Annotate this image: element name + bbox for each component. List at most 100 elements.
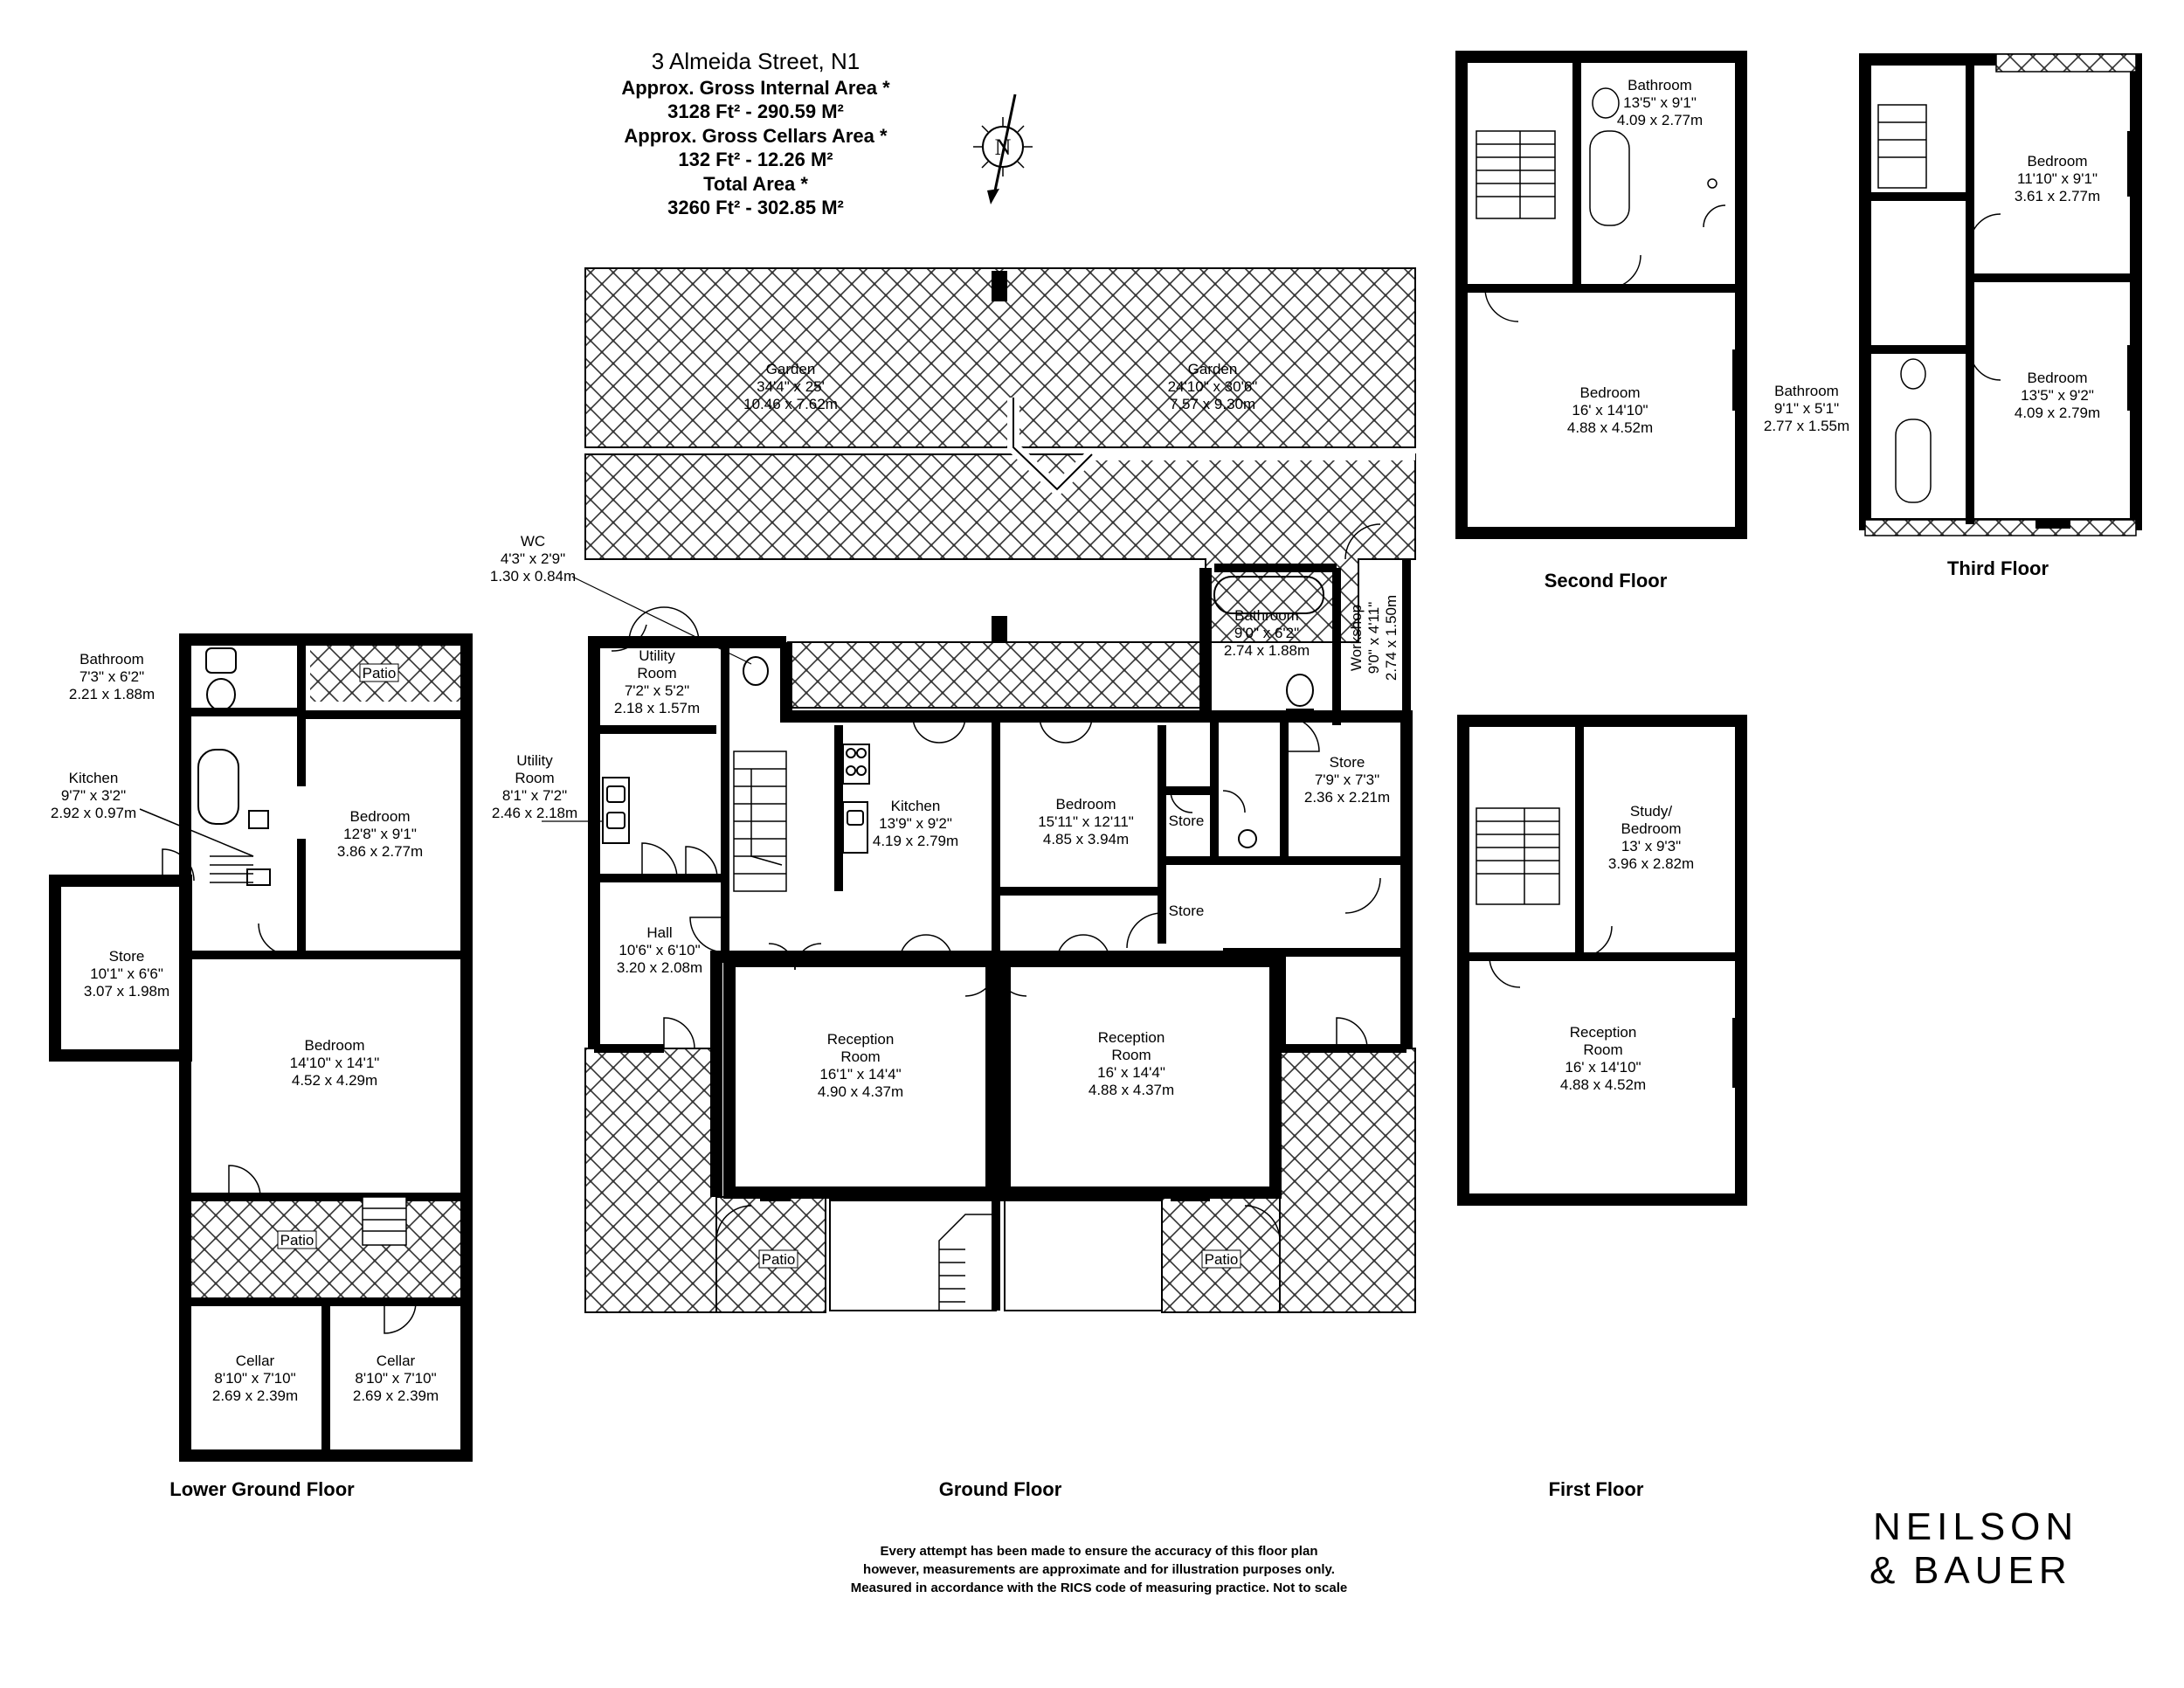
compass-icon: N [973, 93, 1033, 204]
svg-text:14'10" x 14'1": 14'10" x 14'1" [290, 1055, 380, 1071]
gf-reception2-label: Reception Room 16' x 14'4" 4.88 x 4.37m [1089, 1029, 1174, 1098]
gf-workshop-label: Workshop 9'0" x 4'11" 2.74 x 1.50m [1348, 595, 1400, 681]
svg-text:2.77 x 1.55m: 2.77 x 1.55m [1764, 418, 1849, 434]
svg-text:4.90 x 4.37m: 4.90 x 4.37m [818, 1083, 903, 1100]
svg-text:Utility: Utility [516, 752, 553, 769]
svg-text:2.18 x 1.57m: 2.18 x 1.57m [614, 700, 700, 716]
svg-text:4.88 x 4.52m: 4.88 x 4.52m [1567, 419, 1653, 436]
svg-text:34'4" x 25': 34'4" x 25' [757, 378, 825, 395]
svg-text:Garden: Garden [1188, 361, 1238, 377]
svg-text:Reception: Reception [1098, 1029, 1165, 1046]
svg-text:Hall: Hall [646, 924, 672, 941]
gf-kitchen-label: Kitchen 13'9" x 9'2" 4.19 x 2.79m [873, 798, 958, 849]
gf-patio-2: Patio [1205, 1251, 1239, 1268]
svg-text:Room: Room [515, 770, 554, 786]
tf-bedroom1-label: Bedroom 11'10" x 9'1" 3.61 x 2.77m [2015, 153, 2100, 204]
floor-title-third: Third Floor [1947, 557, 2049, 579]
svg-text:2.92 x 0.97m: 2.92 x 0.97m [51, 805, 136, 821]
svg-text:15'11" x 12'11": 15'11" x 12'11" [1038, 813, 1134, 830]
svg-text:2.46 x 2.18m: 2.46 x 2.18m [492, 805, 577, 821]
cellars-label: Approx. Gross Cellars Area * [624, 125, 888, 147]
svg-text:7'2" x 5'2": 7'2" x 5'2" [625, 682, 689, 699]
svg-text:3.96 x 2.82m: 3.96 x 2.82m [1608, 855, 1694, 872]
svg-text:24'10" x 30'6": 24'10" x 30'6" [1168, 378, 1258, 395]
gf-store-a-label: Store [1169, 813, 1205, 829]
svg-text:8'1" x 7'2": 8'1" x 7'2" [502, 787, 567, 804]
gia-value: 3128 Ft² - 290.59 M² [667, 100, 844, 122]
gf-reception1-label: Reception Room 16'1" x 14'4" 4.90 x 4.37… [818, 1031, 903, 1100]
svg-text:4.85 x 3.94m: 4.85 x 3.94m [1043, 831, 1129, 847]
logo-ampersand: & [1870, 1549, 1900, 1592]
svg-text:10'1" x 6'6": 10'1" x 6'6" [90, 965, 163, 982]
svg-text:16' x 14'4": 16' x 14'4" [1097, 1064, 1165, 1081]
svg-text:Reception: Reception [1570, 1024, 1637, 1041]
svg-text:Store: Store [1330, 754, 1365, 771]
svg-text:3.61 x 2.77m: 3.61 x 2.77m [2015, 188, 2100, 204]
gf-utility1-label: Utility Room 7'2" x 5'2" 2.18 x 1.57m [614, 647, 700, 716]
lg-bedroom2-label: Bedroom 14'10" x 14'1" 4.52 x 4.29m [290, 1037, 380, 1089]
svg-text:Bedroom: Bedroom [305, 1037, 365, 1054]
svg-text:WC: WC [521, 533, 545, 550]
svg-text:Cellar: Cellar [377, 1352, 416, 1369]
svg-text:Kitchen: Kitchen [891, 798, 941, 814]
svg-text:Kitchen: Kitchen [69, 770, 119, 786]
svg-text:Room: Room [637, 665, 676, 681]
svg-text:4.88 x 4.37m: 4.88 x 4.37m [1089, 1082, 1174, 1098]
svg-text:Study/: Study/ [1630, 803, 1672, 820]
ff-reception-label: Reception Room 16' x 14'10" 4.88 x 4.52m [1560, 1024, 1646, 1093]
first-floor-plan: Study/ Bedroom 13' x 9'3" 3.96 x 2.82m R… [1457, 715, 1747, 1206]
svg-text:9'0" x 6'2": 9'0" x 6'2" [1234, 625, 1299, 641]
svg-text:9'0" x 4'11": 9'0" x 4'11" [1365, 602, 1382, 675]
svg-text:4'3" x 2'9": 4'3" x 2'9" [501, 550, 565, 567]
svg-text:Bedroom: Bedroom [2028, 370, 2088, 386]
svg-text:Reception: Reception [827, 1031, 895, 1048]
svg-text:Cellar: Cellar [236, 1352, 275, 1369]
tf-bedroom2-label: Bedroom 13'5" x 9'2" 4.09 x 2.79m [2015, 370, 2100, 421]
lower-ground-floor-plan: Patio Patio Bathroom 7'3" x 6'2" 2.21 x … [49, 633, 473, 1462]
cellars-value: 132 Ft² - 12.26 M² [678, 149, 833, 170]
svg-text:13'5" x 9'2": 13'5" x 9'2" [2021, 387, 2094, 404]
svg-text:8'10" x 7'10": 8'10" x 7'10" [355, 1370, 436, 1387]
svg-text:Bathroom: Bathroom [1628, 77, 1692, 93]
sf-bedroom-label: Bedroom 16' x 14'10" 4.88 x 4.52m [1567, 384, 1653, 436]
lg-patio-mid: Patio [280, 1232, 314, 1249]
svg-text:1.30 x 0.84m: 1.30 x 0.84m [490, 568, 576, 585]
lg-bedroom1-label: Bedroom 12'8" x 9'1" 3.86 x 2.77m [337, 808, 423, 860]
svg-text:Bedroom: Bedroom [350, 808, 411, 825]
third-floor-plan: Bedroom 11'10" x 9'1" 3.61 x 2.77m Bedro… [1764, 53, 2142, 536]
svg-text:2.74 x 1.50m: 2.74 x 1.50m [1383, 595, 1400, 681]
svg-text:Room: Room [1583, 1041, 1622, 1058]
svg-text:4.09 x 2.77m: 4.09 x 2.77m [1617, 112, 1703, 128]
neilson-bauer-logo: NEILSON & BAUER [1870, 1505, 2078, 1592]
tf-bathroom-label: Bathroom 9'1" x 5'1" 2.77 x 1.55m [1764, 383, 1849, 434]
address-title: 3 Almeida Street, N1 [652, 48, 860, 74]
svg-text:12'8" x 9'1": 12'8" x 9'1" [343, 826, 417, 842]
gf-store-b-label: Store [1169, 903, 1205, 919]
ff-study-label: Study/ Bedroom 13' x 9'3" 3.96 x 2.82m [1608, 803, 1694, 872]
svg-text:16'1" x 14'4": 16'1" x 14'4" [819, 1066, 901, 1083]
logo-line-1: NEILSON [1873, 1505, 2078, 1548]
svg-text:2.36 x 2.21m: 2.36 x 2.21m [1304, 789, 1390, 806]
svg-text:Utility: Utility [639, 647, 675, 664]
svg-text:13'5" x 9'1": 13'5" x 9'1" [1623, 94, 1697, 111]
svg-text:13' x 9'3": 13' x 9'3" [1621, 838, 1681, 854]
svg-text:Measured in accordance with th: Measured in accordance with the RICS cod… [851, 1581, 1347, 1595]
svg-text:4.88 x 4.52m: 4.88 x 4.52m [1560, 1076, 1646, 1093]
svg-text:11'10" x 9'1": 11'10" x 9'1" [2017, 170, 2098, 187]
svg-text:7'3" x 6'2": 7'3" x 6'2" [79, 668, 144, 685]
svg-text:Bedroom: Bedroom [1621, 820, 1682, 837]
compass-letter: N [995, 135, 1012, 160]
svg-text:9'7" x 3'2": 9'7" x 3'2" [61, 787, 126, 804]
gf-store-big-label: Store 7'9" x 7'3" 2.36 x 2.21m [1304, 754, 1390, 806]
svg-text:3.86 x 2.77m: 3.86 x 2.77m [337, 843, 423, 860]
logo-line-2: BAUER [1913, 1549, 2072, 1592]
lg-cellar1-label: Cellar 8'10" x 7'10" 2.69 x 2.39m [212, 1352, 298, 1404]
floor-title-first: First Floor [1549, 1478, 1644, 1500]
svg-text:2.69 x 2.39m: 2.69 x 2.39m [353, 1387, 439, 1404]
gf-bathroom-label: Bathroom 9'0" x 6'2" 2.74 x 1.88m [1224, 607, 1310, 659]
svg-text:10.46 x 7.62m: 10.46 x 7.62m [743, 396, 838, 412]
svg-text:Bathroom: Bathroom [1774, 383, 1839, 399]
lg-patio-top: Patio [363, 665, 397, 681]
gf-hall-label: Hall 10'6" x 6'10" 3.20 x 2.08m [617, 924, 702, 976]
svg-text:Bathroom: Bathroom [1234, 607, 1299, 624]
